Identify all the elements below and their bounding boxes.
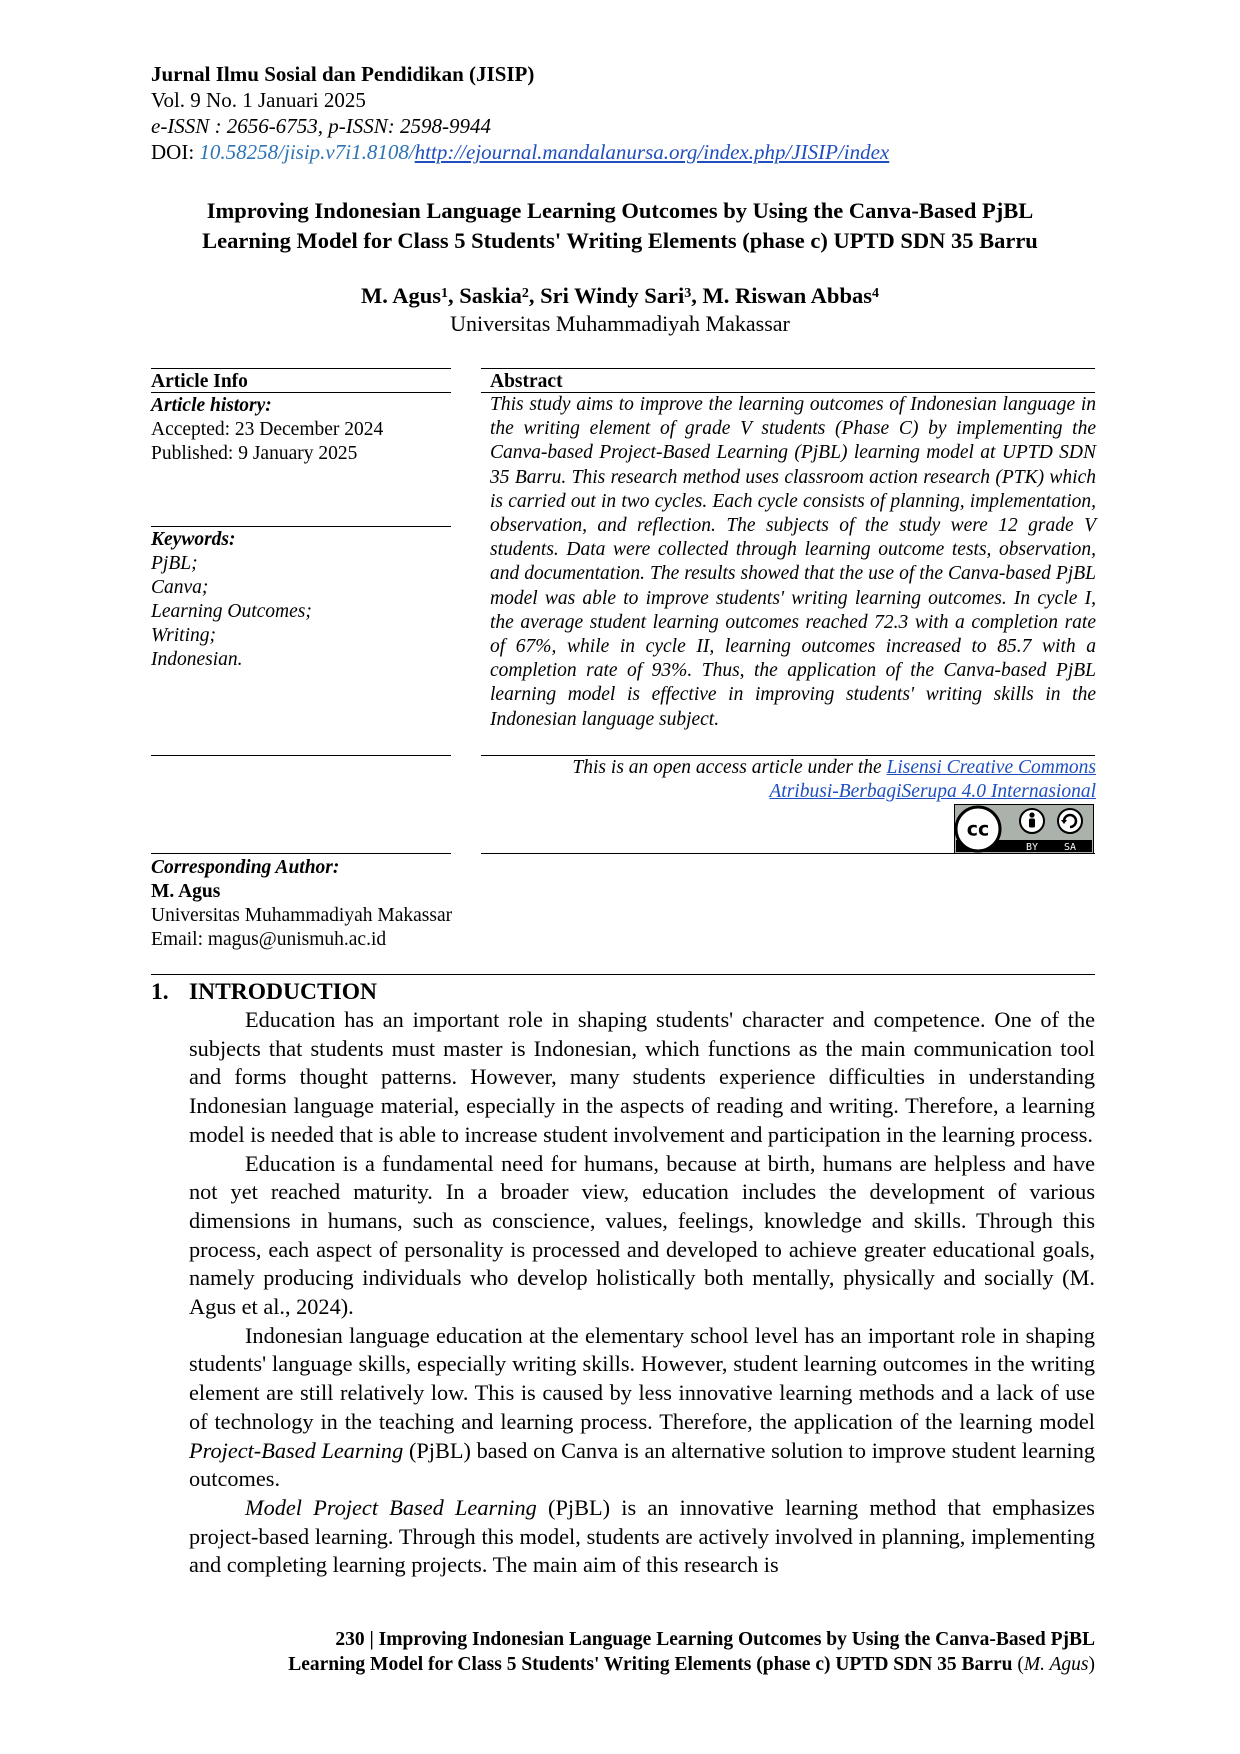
rule-below-keywords <box>151 755 451 756</box>
journal-doi-line: DOI: 10.58258/jisip.v7i1.8108/http://ejo… <box>151 140 889 165</box>
corresponding-author-institution: Universitas Muhammadiyah Makassar <box>151 905 453 926</box>
author-affil-number: 2 <box>521 286 529 301</box>
introduction-body: Education has an important role in shapi… <box>189 1006 1095 1580</box>
section-number: 1. <box>151 979 169 1005</box>
abstract-heading: Abstract <box>490 371 563 392</box>
article-title-line-1: Improving Indonesian Language Learning O… <box>206 198 1034 223</box>
corresponding-author-email: Email: magus@unismuh.ac.id <box>151 929 387 950</box>
author-affil-number: 1 <box>441 286 449 301</box>
rule-info-under-heading <box>151 392 451 393</box>
doi-link[interactable]: 10.58258/jisip.v7i1.8108/ <box>199 140 415 164</box>
section-heading-introduction: 1. INTRODUCTION <box>151 978 377 1006</box>
doi-label: DOI: <box>151 140 200 164</box>
journal-issn: e-ISSN : 2656-6753, p-ISSN: 2598-9944 <box>151 114 492 138</box>
accepted-date: Accepted: 23 December 2024 <box>151 419 384 440</box>
article-title-line-2: Learning Model for Class 5 Students' Wri… <box>202 228 1038 253</box>
license-statement: This is an open access article under the… <box>490 756 1096 804</box>
paragraph-text: (PjBL) is an innovative learning method … <box>189 1494 1095 1578</box>
license-prefix: This is an open access article under the <box>572 757 887 778</box>
cc-by-sa-badge[interactable]: cc BY SA <box>954 804 1094 854</box>
article-history-heading: Article history: <box>151 395 272 416</box>
badge-by-label: BY <box>1026 842 1038 853</box>
author-name: Saskia <box>459 283 522 308</box>
keyword-item: Learning Outcomes; <box>151 601 312 622</box>
footer-title-line-1: Improving Indonesian Language Learning O… <box>378 1629 1095 1650</box>
keyword-item: Writing; <box>151 625 217 646</box>
journal-url-link[interactable]: http://ejournal.mandalanursa.org/index.p… <box>414 140 890 164</box>
author-name: M. Agus <box>361 283 442 308</box>
cc-icon-text: cc <box>967 819 990 841</box>
author-affiliation: Universitas Muhammadiyah Makassar <box>450 311 790 336</box>
keyword-item: Canva; <box>151 577 209 598</box>
author-list: M. Agus1, Saskia2, Sri Windy Sari3, M. R… <box>361 283 879 308</box>
page-footer: 230 | Improving Indonesian Language Lear… <box>151 1627 1095 1677</box>
rule-above-corresponding <box>151 853 451 854</box>
author-affil-number: 4 <box>871 286 879 301</box>
rule-abstract-top <box>481 368 1095 369</box>
abstract-text: This study aims to improve the learning … <box>490 394 1096 730</box>
paragraph: Education has an important role in shapi… <box>189 1007 1095 1147</box>
rule-end-front-matter <box>151 974 1095 975</box>
footer-author: M. Agus <box>1023 1654 1089 1675</box>
author-name: M. Riswan Abbas <box>702 283 872 308</box>
section-title: INTRODUCTION <box>189 979 378 1005</box>
paragraph: Indonesian language education at the ele… <box>189 1322 1095 1494</box>
page-number: 230 | <box>335 1629 379 1650</box>
rule-above-keywords <box>151 526 451 527</box>
footer-paren: ( <box>1012 1654 1024 1675</box>
journal-volume: Vol. 9 No. 1 Januari 2025 <box>151 88 366 112</box>
cc-icon <box>954 805 1002 853</box>
rule-abstract-under-heading <box>481 392 1095 393</box>
sa-share-alike-icon <box>1057 808 1083 834</box>
article-info-heading: Article Info <box>151 371 248 392</box>
footer-paren: ) <box>1088 1654 1096 1675</box>
rule-below-license <box>481 853 1095 854</box>
paragraph-italic-term: Model Project Based Learning <box>245 1494 537 1520</box>
corresponding-author-heading: Corresponding Author: <box>151 857 340 878</box>
paragraph-text: Indonesian language education at the ele… <box>189 1322 1095 1434</box>
paragraph: Education is a fundamental need for huma… <box>189 1150 1095 1320</box>
keyword-item: Indonesian. <box>151 649 243 670</box>
rule-info-top <box>151 368 451 369</box>
paragraph-italic-term: Project-Based Learning <box>189 1437 404 1463</box>
rule-below-abstract <box>481 755 1095 756</box>
license-link-creative-commons[interactable]: Lisensi Creative Commons <box>886 757 1096 778</box>
keyword-item: PjBL; <box>151 553 198 574</box>
journal-name: Jurnal Ilmu Sosial dan Pendidikan (JISIP… <box>151 62 535 86</box>
footer-title-line-2: Learning Model for Class 5 Students' Wri… <box>288 1654 1013 1675</box>
published-date: Published: 9 January 2025 <box>151 443 358 464</box>
paragraph-text: (PjBL) based on Canva is an alternative … <box>189 1437 1095 1492</box>
article-title: Improving Indonesian Language Learning O… <box>140 196 1100 256</box>
author-name: Sri Windy Sari <box>540 283 685 308</box>
author-affil-number: 3 <box>684 286 692 301</box>
keywords-heading: Keywords: <box>151 529 236 550</box>
license-link-attribution[interactable]: Atribusi-BerbagiSerupa 4.0 Internasional <box>769 781 1096 802</box>
badge-sa-label: SA <box>1064 842 1076 853</box>
paragraph: Model Project Based Learning (PjBL) is a… <box>189 1494 1095 1580</box>
corresponding-author-name: M. Agus <box>151 881 221 902</box>
